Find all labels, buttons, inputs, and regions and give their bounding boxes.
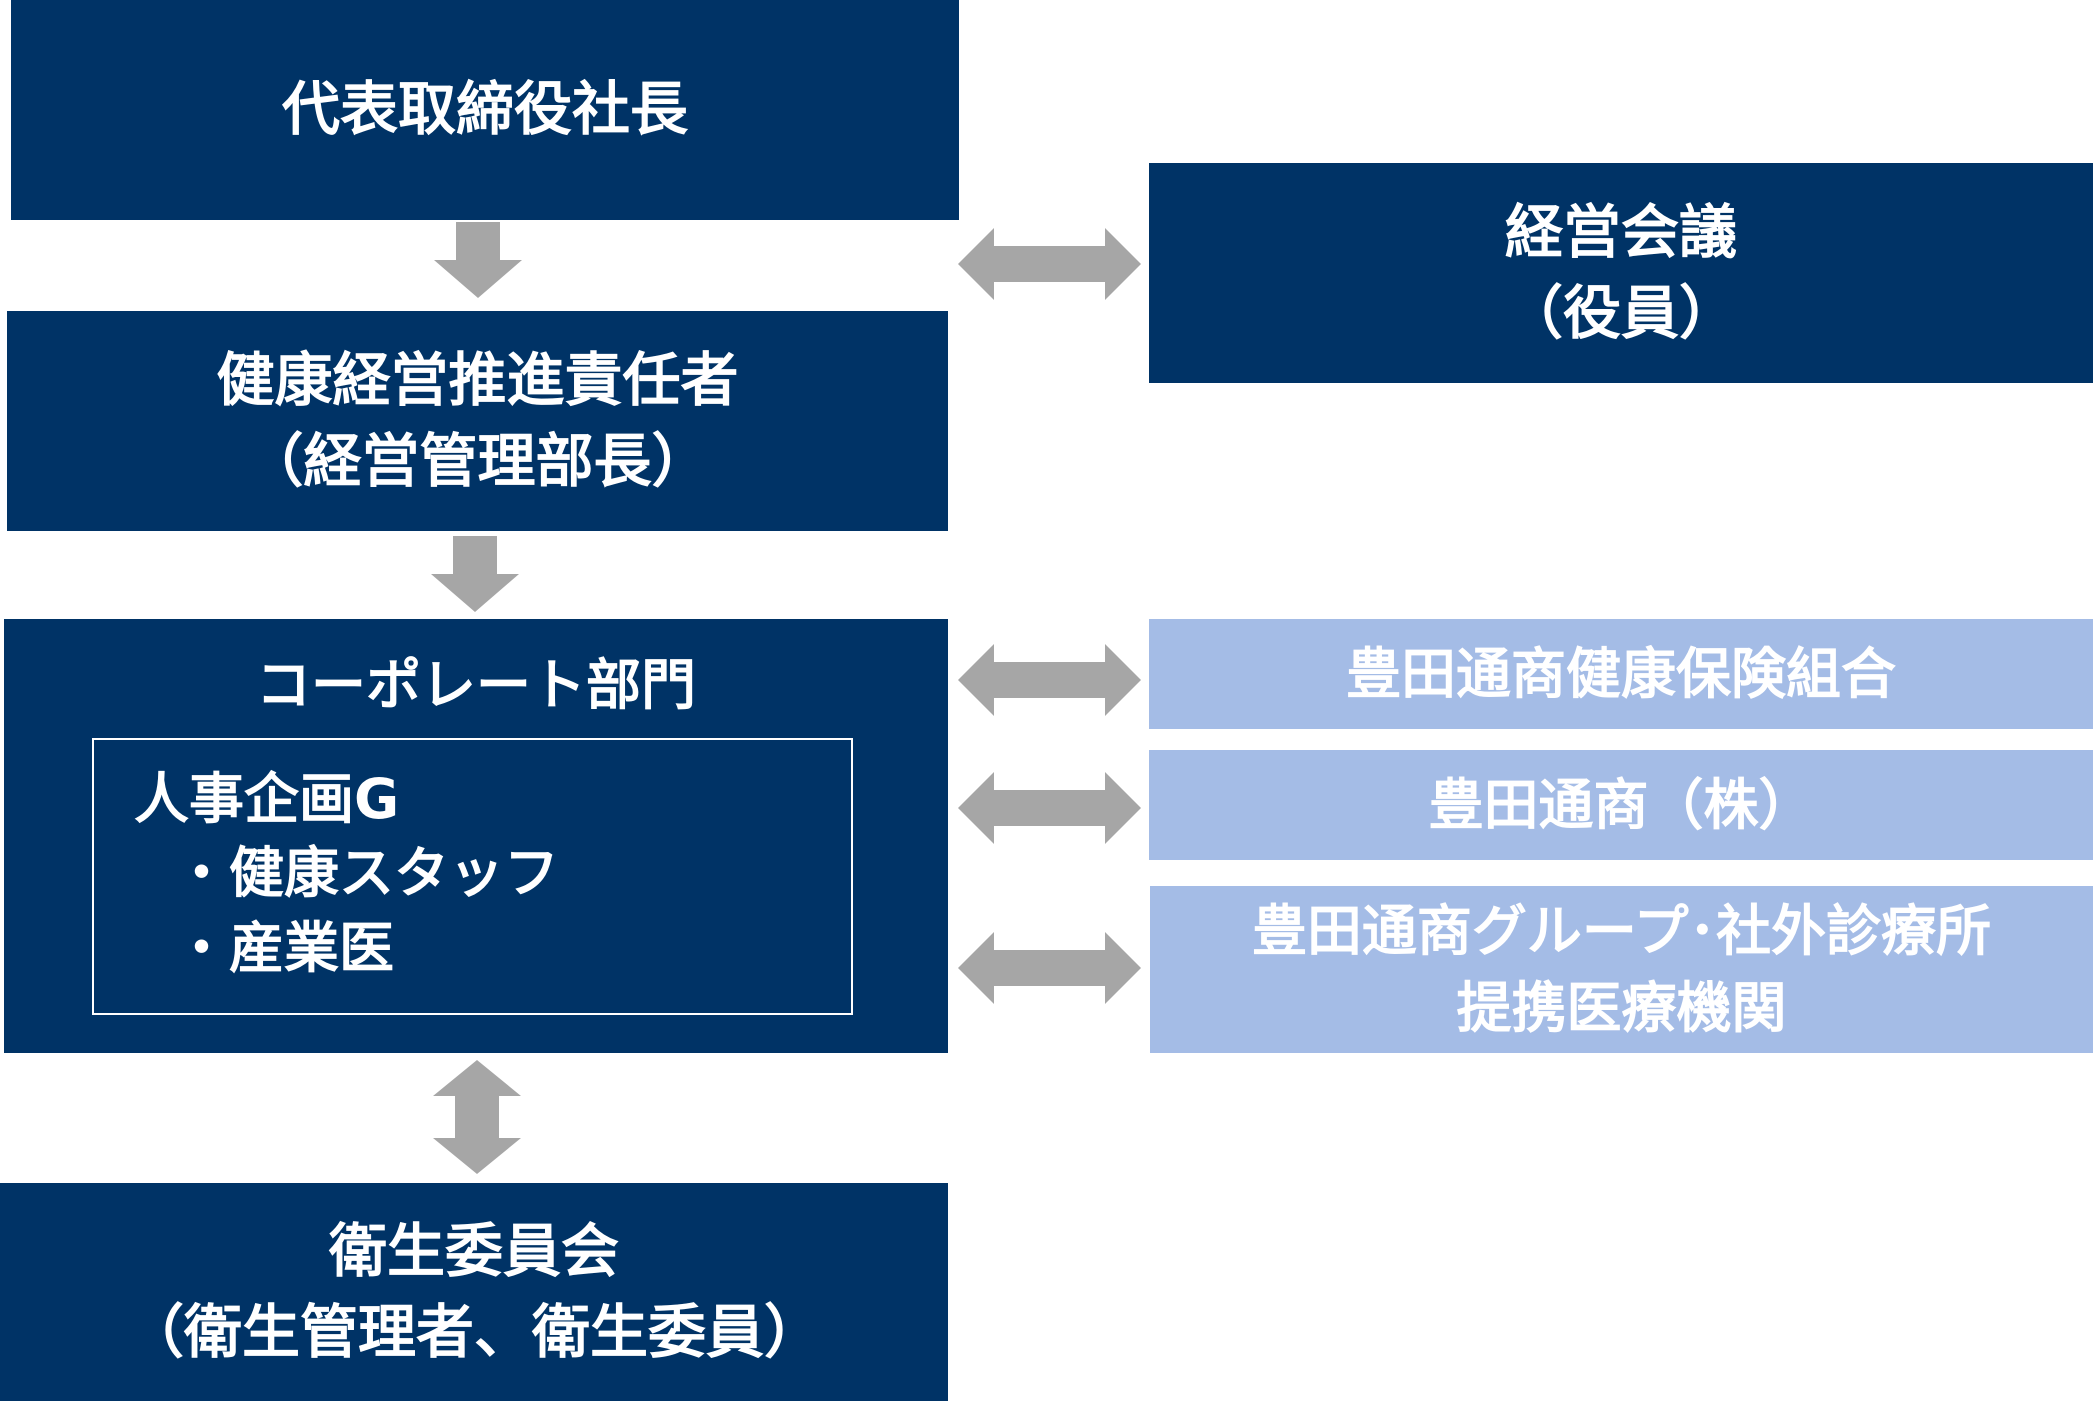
arrow-corporate-committee bbox=[433, 1060, 521, 1174]
arrow-officer-to-corporate bbox=[431, 536, 519, 612]
health-officer-sublabel: （経営管理部長） bbox=[245, 427, 710, 495]
occupational-physician-item: ・産業医 bbox=[174, 915, 395, 980]
ceo-box: 代表取締役社長 bbox=[11, 0, 959, 220]
management-council-sublabel: （役員） bbox=[1504, 279, 1737, 347]
health-insurance-box: 豊田通商健康保険組合 bbox=[1149, 619, 2093, 729]
management-council-label: 経営会議 bbox=[1504, 197, 1737, 266]
ceo-label: 代表取締役社長 bbox=[281, 75, 688, 144]
partner-clinics-sublabel: 提携医療機関 bbox=[1456, 975, 1787, 1040]
management-council-box: 経営会議 （役員） bbox=[1149, 163, 2093, 383]
arrow-corporate-partner-clinics bbox=[958, 932, 1141, 1004]
toyota-tsusho-box: 豊田通商（株） bbox=[1149, 750, 2093, 860]
health-committee-label: 衛生委員会 bbox=[328, 1216, 619, 1285]
arrow-ceo-to-officer bbox=[434, 222, 522, 298]
health-staff-item: ・健康スタッフ bbox=[174, 841, 560, 906]
health-committee-sublabel: （衛生管理者、衛生委員） bbox=[125, 1298, 822, 1366]
arrow-corporate-health-insurance bbox=[958, 644, 1141, 716]
health-officer-box: 健康経営推進責任者 （経営管理部長） bbox=[7, 311, 948, 531]
arrow-ceo-council bbox=[958, 228, 1141, 300]
health-committee-box: 衛生委員会 （衛生管理者、衛生委員） bbox=[0, 1183, 948, 1401]
hr-planning-box: 人事企画G ・健康スタッフ ・産業医 bbox=[92, 738, 853, 1015]
partner-clinics-label: 豊田通商グループ･社外診療所 bbox=[1251, 898, 1992, 963]
corporate-dept-label: コーポレート部門 bbox=[255, 653, 696, 717]
toyota-tsusho-label: 豊田通商（株） bbox=[1428, 772, 1814, 837]
corporate-dept-box: コーポレート部門 人事企画G ・健康スタッフ ・産業医 bbox=[4, 619, 948, 1053]
hr-planning-label: 人事企画G bbox=[134, 767, 400, 831]
health-insurance-label: 豊田通商健康保険組合 bbox=[1345, 641, 1896, 706]
arrow-corporate-toyota-tsusho bbox=[958, 772, 1141, 844]
partner-clinics-box: 豊田通商グループ･社外診療所 提携医療機関 bbox=[1150, 886, 2093, 1053]
health-officer-label: 健康経営推進責任者 bbox=[216, 345, 739, 414]
